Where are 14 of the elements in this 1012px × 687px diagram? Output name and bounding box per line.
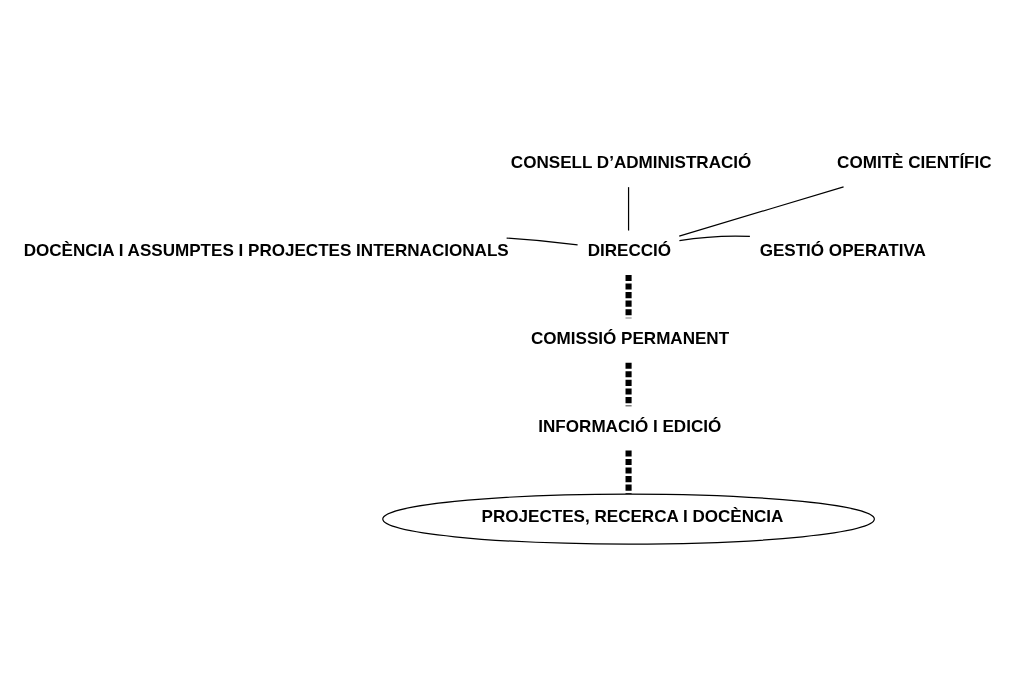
connector [625,450,632,494]
node-text: DIRECCIÓ [587,240,672,260]
connector [678,186,845,237]
connector [506,237,579,246]
node-text: DOCÈNCIA I ASSUMPTES I PROJECTES INTERNACIONALS [23,240,509,260]
node-text: INFORMACIÓ I EDICIÓ [538,416,722,436]
node-text: COMISSIÓ PERMANENT [531,328,730,348]
connector [627,186,630,232]
connector [678,235,751,242]
node-text: CONSELL D’ADMINISTRACIÓ [510,153,752,173]
node-text: GESTIÓ OPERATIVA [759,240,926,260]
node-text: COMITÈ CIENTÍFIC [837,153,992,173]
connector [625,362,632,407]
node-ellipse: PROJECTES, RECERCA I DOCÈNCIA [382,493,875,545]
